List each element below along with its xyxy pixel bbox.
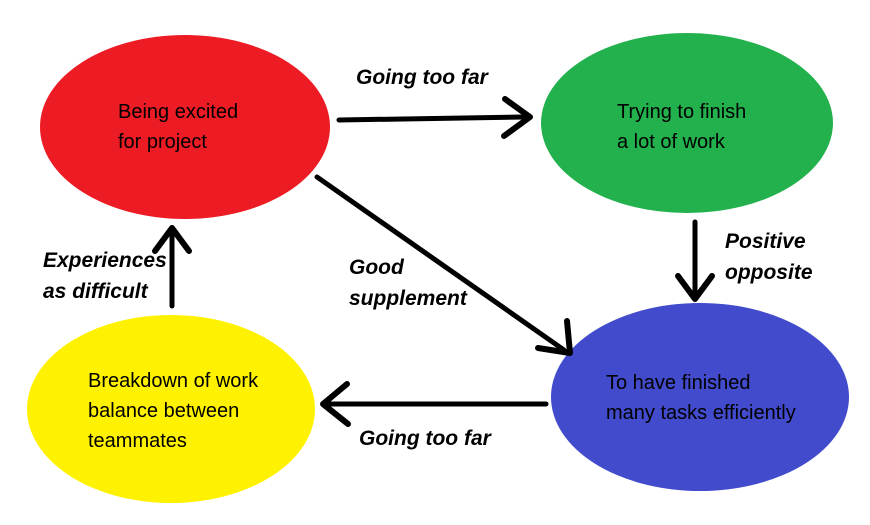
node-ellipse-finished-tasks [551, 303, 849, 491]
node-label-trying-to-finish: Trying to finish a lot of work [617, 101, 747, 153]
arrow-breakdown-to-excited [152, 225, 192, 309]
node-ellipse-breakdown-balance [27, 315, 315, 503]
node-ellipse-trying-to-finish [541, 33, 833, 213]
node-ellipse-being-excited [40, 35, 330, 219]
arrow-trying-to-finished [675, 219, 715, 302]
edge-label-going-too-far-bottom: Going too far [359, 427, 491, 450]
edge-label-positive-opposite: Positive opposite [725, 230, 813, 284]
node-label-breakdown-balance: Breakdown of work balance between teamma… [88, 370, 259, 452]
edge-label-going-too-far-top: Going too far [356, 66, 488, 89]
node-label-being-excited: Being excited for project [118, 101, 239, 153]
node-label-finished-tasks: To have finished many tasks efficiently [606, 372, 796, 424]
edge-label-experiences-as-difficult: Experiences as difficult [43, 249, 167, 303]
arrow-finished-to-breakdown [320, 381, 549, 427]
arrow-excited-to-finished [314, 174, 573, 356]
arrow-excited-to-trying [336, 96, 533, 139]
edge-label-good-supplement: Good supplement [349, 256, 467, 310]
